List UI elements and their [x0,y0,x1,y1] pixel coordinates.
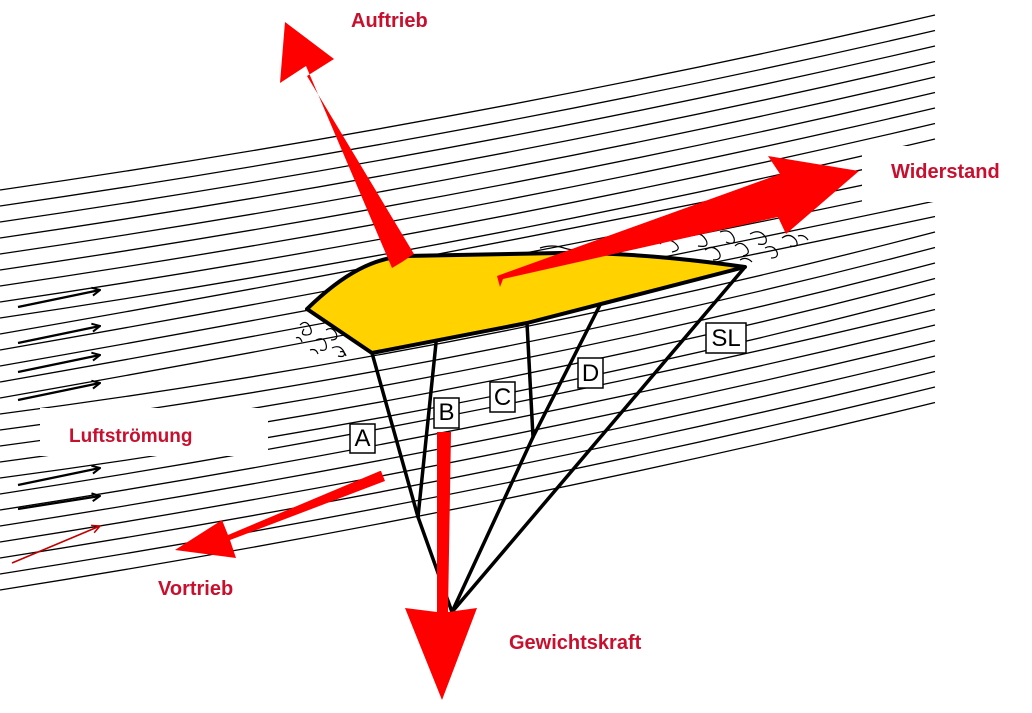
streamline [0,14,936,191]
force-arrows [175,22,859,700]
airflow-arrow [17,290,100,309]
streamline [0,231,936,415]
streamline [0,60,936,239]
line-tags: A B C D SL [349,322,747,454]
streamline [0,107,936,287]
streamline [0,91,936,271]
line-tag-box-sl [705,322,747,354]
line-tag-d: D [582,360,599,387]
line-tag-box-c [489,381,516,413]
lift-label: Auftrieb [351,10,428,32]
streamline [0,76,936,255]
drag-label-background [862,146,1032,202]
airflow-arrow [17,383,100,402]
turbulence-leading-edge [295,321,347,358]
line-d [531,303,602,439]
line-c [450,321,535,614]
weight-label: Gewichtskraft [509,632,642,654]
airflow-label: Luftströmung [69,426,192,447]
airflow-arrow-red [11,526,100,564]
streamline [0,308,936,495]
streamline [0,122,936,303]
streamline [0,45,936,223]
line-tag-box-a [349,423,376,454]
line-b [416,341,438,519]
streamline [0,355,936,543]
airflow-arrows [17,290,100,511]
streamline [0,339,936,527]
line-tag-a: A [354,425,370,452]
streamline [0,386,936,575]
streamline [0,29,936,207]
airflow-arrow [17,355,100,374]
thrust-label: Vortrieb [158,578,233,600]
airflow-arrow [17,326,100,345]
streamline [0,401,936,591]
lift-arrow [280,22,414,268]
line-tag-c: C [494,384,511,411]
thrust-arrow [175,471,385,558]
drag-label: Widerstand [891,161,1000,183]
line-tag-box-b [433,397,460,429]
airflow-arrow [17,496,100,511]
line-sl [450,265,747,614]
drag-arrow [497,156,859,287]
line-tag-sl: SL [711,325,740,352]
streamline [0,324,936,511]
weight-arrow [405,432,477,700]
line-tag-box-d [577,357,604,389]
flow-label-background [40,408,268,456]
airflow-arrow [17,468,100,487]
line-tag-b: B [438,399,454,426]
streamline [0,370,936,559]
streamline [0,293,936,479]
